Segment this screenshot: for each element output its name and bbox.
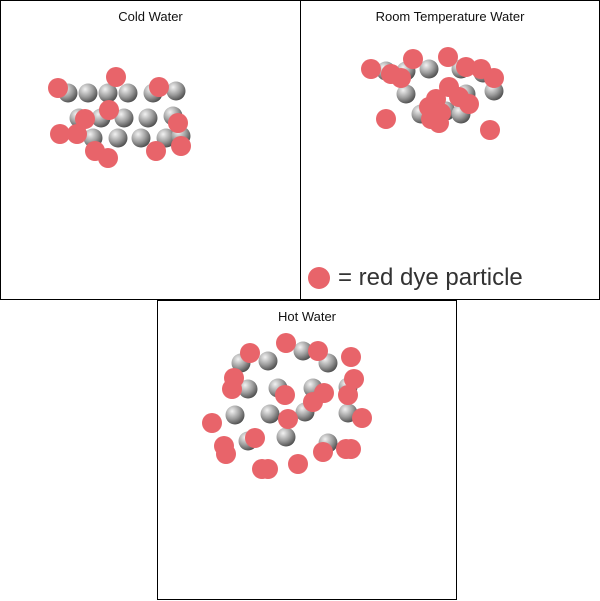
- dye-particle-icon: [48, 78, 68, 98]
- cold-water-particles: [48, 67, 191, 168]
- dye-particle-icon: [67, 124, 87, 144]
- water-molecule-icon: [108, 128, 128, 148]
- dye-particle-icon: [50, 124, 70, 144]
- dye-particle-icon: [484, 68, 504, 88]
- dye-particle-icon: [341, 439, 361, 459]
- dye-particle-icon: [344, 369, 364, 389]
- dye-particle-icon: [98, 148, 118, 168]
- dye-particle-icon: [258, 459, 278, 479]
- hot-water-particles: [202, 333, 372, 479]
- water-molecule-icon: [396, 84, 416, 104]
- water-molecule-icon: [131, 128, 151, 148]
- dye-particle-icon: [480, 120, 500, 140]
- dye-particle-icon: [278, 409, 298, 429]
- water-molecule-icon: [166, 81, 186, 101]
- dye-particle-icon: [341, 347, 361, 367]
- dye-particle-icon: [75, 109, 95, 129]
- water-molecule-icon: [419, 59, 439, 79]
- water-molecule-icon: [114, 108, 134, 128]
- dye-particle-icon: [313, 442, 333, 462]
- dye-particle-icon: [429, 113, 449, 133]
- dye-particle-icon: [308, 341, 328, 361]
- hot-water-panel: Hot Water: [157, 300, 457, 600]
- dye-particle-icon: [106, 67, 126, 87]
- dye-particle-icon: [275, 385, 295, 405]
- dye-particle-icon: [224, 368, 244, 388]
- water-molecule-icon: [118, 83, 138, 103]
- water-molecule-icon: [276, 427, 296, 447]
- legend-label: = red dye particle: [338, 264, 523, 291]
- water-molecule-icon: [225, 405, 245, 425]
- dye-particle-icon: [352, 408, 372, 428]
- water-molecule-icon: [238, 379, 258, 399]
- dye-particle-icon: [168, 113, 188, 133]
- dye-particle-icon: [338, 385, 358, 405]
- dye-particle-icon: [403, 49, 423, 69]
- cold-water-title: Cold Water: [118, 9, 183, 24]
- room-temperature-water-particles: [361, 47, 504, 140]
- water-molecule-icon: [258, 351, 278, 371]
- water-molecule-icon: [260, 404, 280, 424]
- dye-particle-icon: [146, 141, 166, 161]
- dye-particle-icon: [202, 413, 222, 433]
- water-molecule-icon: [138, 108, 158, 128]
- dye-particle-icon: [303, 392, 323, 412]
- water-molecule-icon: [293, 341, 313, 361]
- dye-particle-icon: [361, 59, 381, 79]
- dye-particle-icon: [276, 333, 296, 353]
- dye-particle-icon: [245, 428, 265, 448]
- room-temperature-water-panel: Room Temperature Water: [300, 0, 600, 300]
- dye-particle-icon: [149, 77, 169, 97]
- water-molecule-icon: [78, 83, 98, 103]
- hot-water-title: Hot Water: [277, 309, 337, 324]
- room-temperature-water-title: Room Temperature Water: [375, 9, 525, 24]
- dye-particle-icon: [216, 444, 236, 464]
- legend: = red dye particle: [308, 264, 523, 292]
- dye-particle-icon: [99, 100, 119, 120]
- dye-particle-icon: [376, 109, 396, 129]
- dye-particle-icon: [308, 267, 330, 289]
- dye-particle-icon: [288, 454, 308, 474]
- dye-particle-icon: [171, 136, 191, 156]
- cold-water-panel: Cold Water: [0, 0, 301, 300]
- dye-particle-icon: [391, 68, 411, 88]
- water-molecule-icon: [98, 83, 118, 103]
- dye-particle-icon: [459, 94, 479, 114]
- dye-particle-icon: [438, 47, 458, 67]
- dye-particle-icon: [456, 57, 476, 77]
- dye-particle-icon: [240, 343, 260, 363]
